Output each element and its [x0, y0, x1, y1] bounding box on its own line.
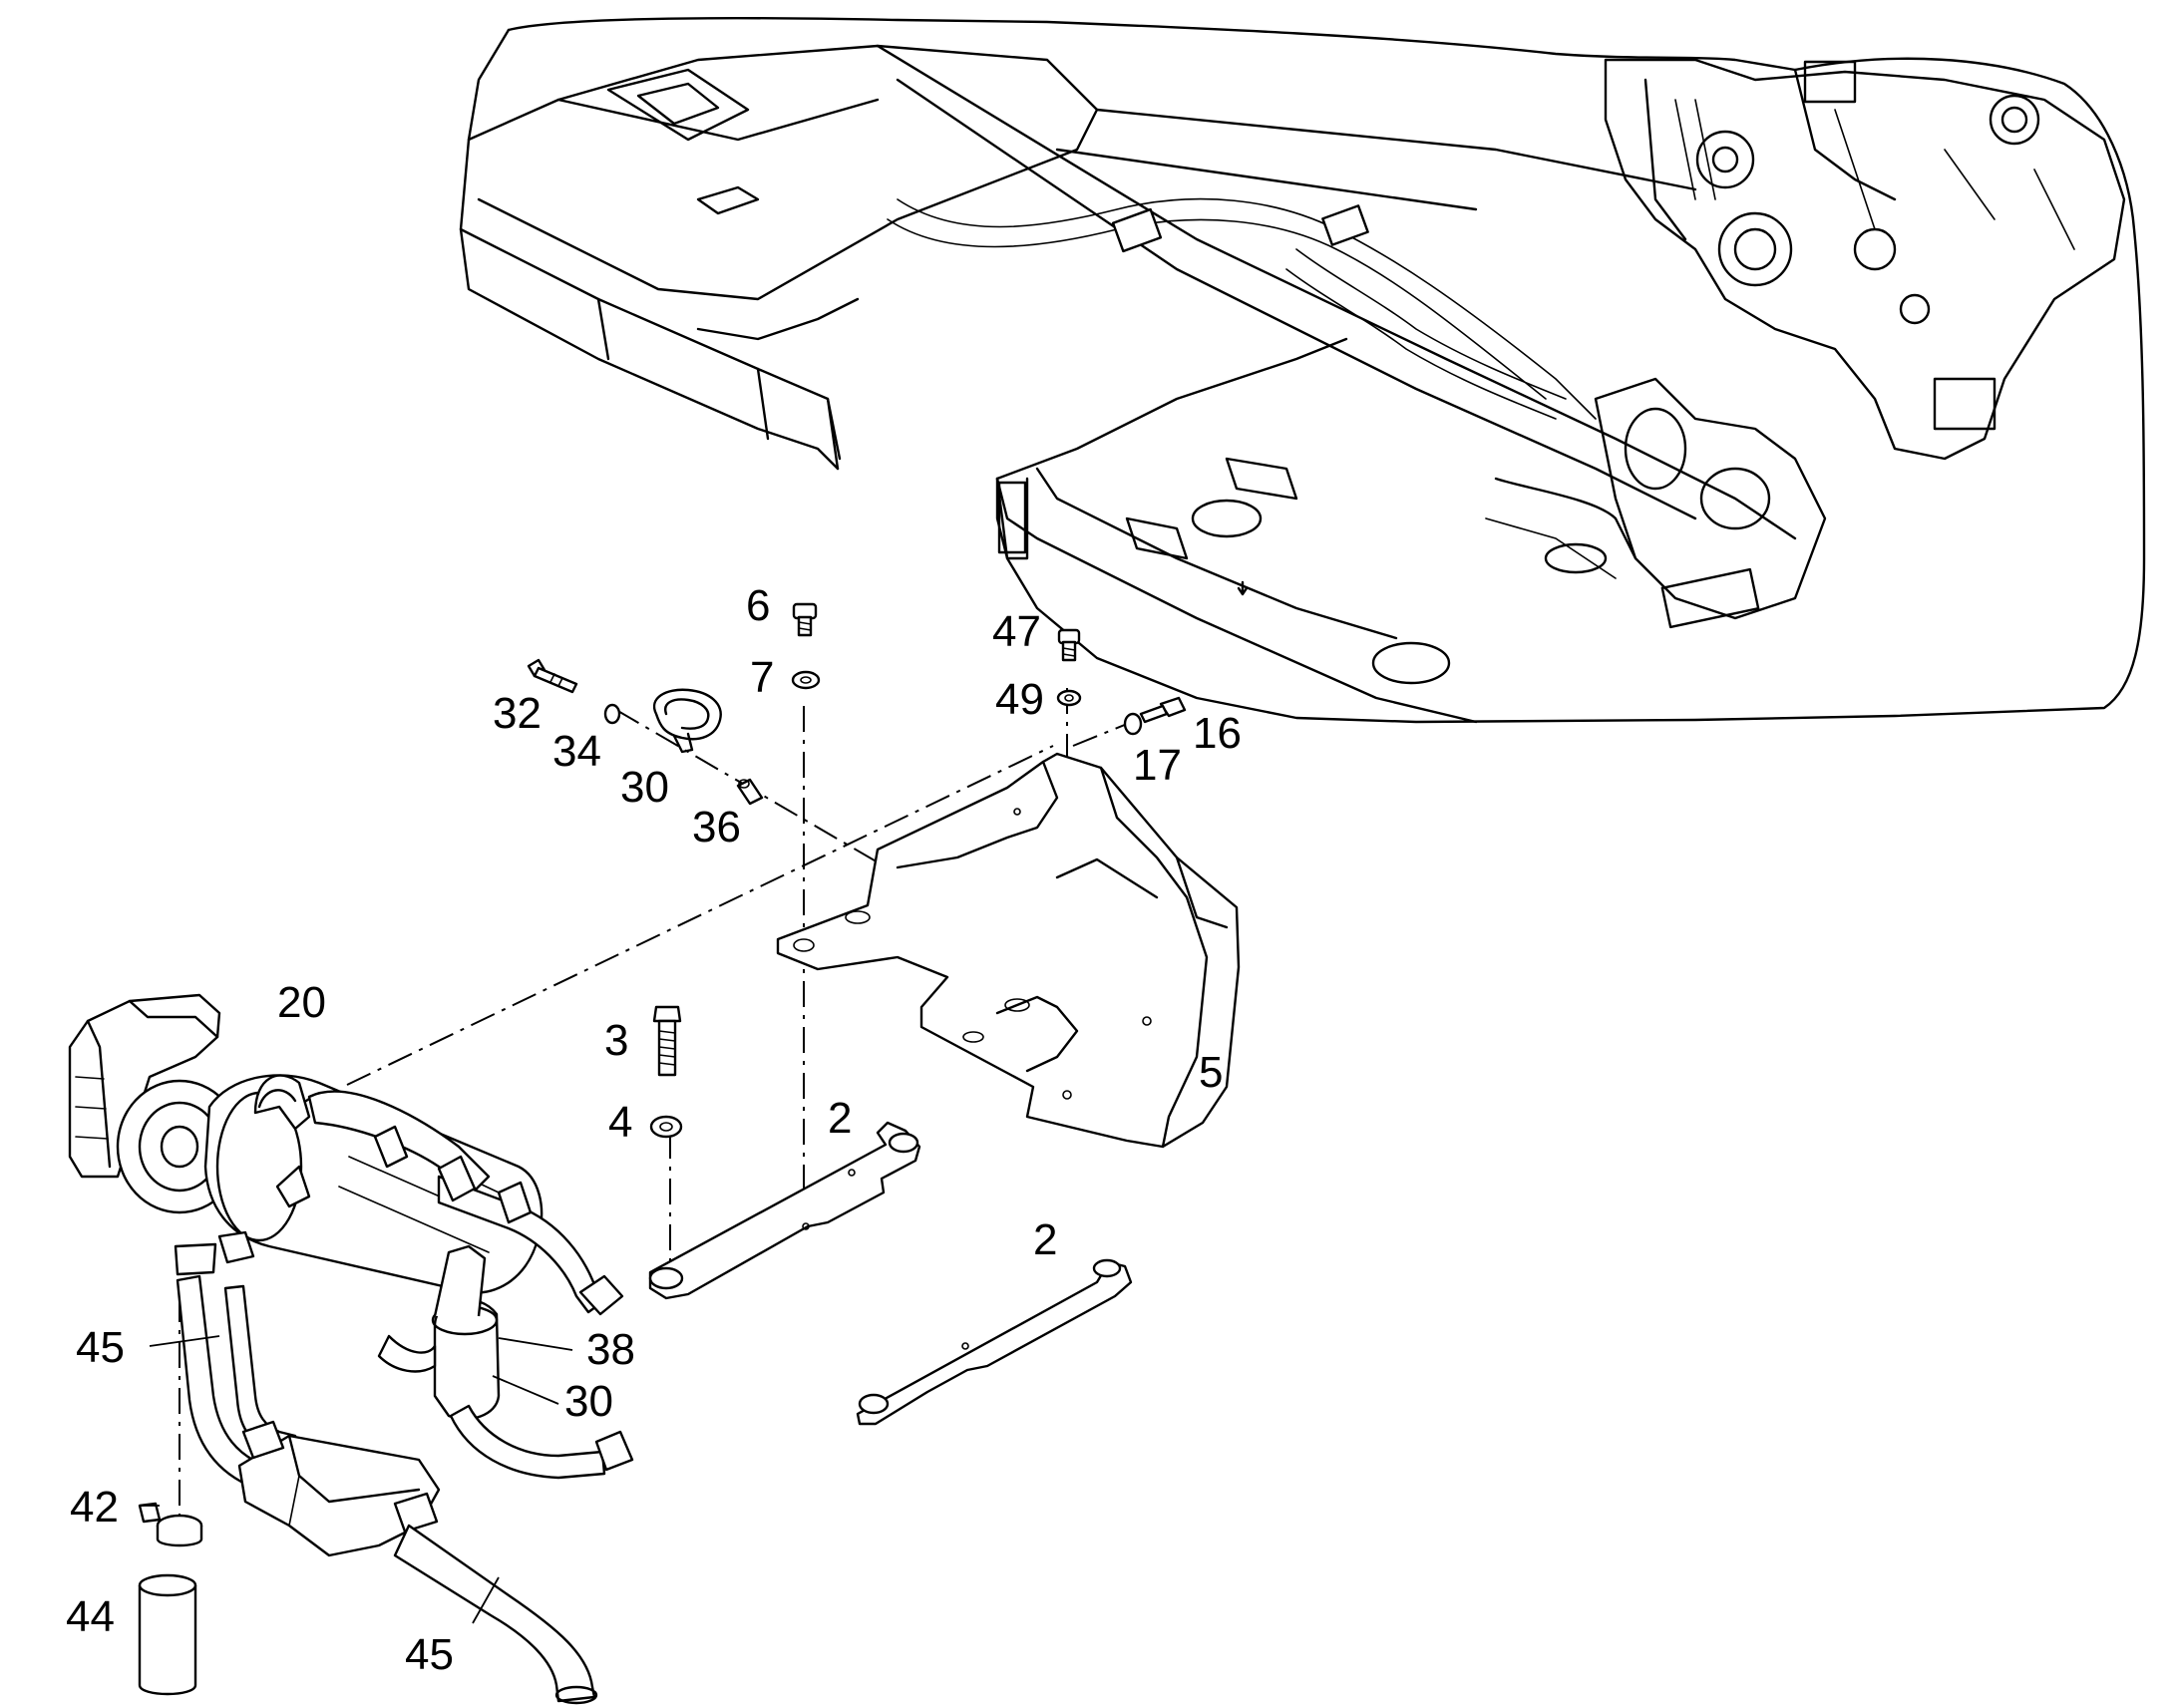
spacer-36 — [736, 778, 764, 806]
callout-2-upper: 2 — [828, 1094, 853, 1143]
callout-32: 32 — [493, 689, 542, 738]
callout-17: 17 — [1133, 741, 1182, 790]
callout-5: 5 — [1199, 1048, 1224, 1097]
callout-38: 38 — [586, 1325, 635, 1374]
mounting-bracket-5 — [776, 752, 1241, 1149]
callout-6: 6 — [746, 581, 771, 630]
bolt-16 — [1139, 696, 1187, 724]
bolt-3 — [652, 1005, 682, 1077]
callout-44: 44 — [66, 1592, 115, 1641]
hardware-bolts-washers — [527, 602, 1187, 1139]
callout-42: 42 — [70, 1483, 119, 1532]
mounted-heater-unit — [1485, 377, 1827, 629]
washer-34 — [603, 703, 621, 725]
callout-16: 16 — [1193, 709, 1242, 758]
washer-4 — [649, 1115, 683, 1139]
callout-30-top: 30 — [620, 763, 669, 812]
washer-17 — [1123, 712, 1143, 736]
engine-assembly — [1604, 58, 2126, 461]
callout-34: 34 — [552, 727, 601, 776]
callout-45-left: 45 — [76, 1323, 125, 1372]
clamp-42 — [138, 1502, 203, 1547]
callout-30-bottom: 30 — [564, 1377, 613, 1426]
washer-49 — [1056, 689, 1082, 707]
mounting-strap-2-lower — [856, 1258, 1133, 1426]
hose-clamps — [373, 1125, 533, 1224]
clamp-30-top — [652, 688, 722, 754]
bolt-47 — [1057, 628, 1081, 662]
callout-36: 36 — [692, 803, 741, 852]
callout-47: 47 — [992, 607, 1041, 656]
callout-leader-lines — [142, 1335, 573, 1624]
bolt-32 — [527, 658, 578, 694]
callout-4: 4 — [608, 1098, 633, 1147]
callout-45-bottom: 45 — [405, 1630, 454, 1679]
callout-49: 49 — [995, 675, 1044, 724]
heater-assembly-20 — [68, 993, 634, 1705]
machine-chassis-frame — [459, 16, 2146, 724]
callout-3: 3 — [604, 1016, 629, 1065]
bolt-6 — [792, 602, 818, 637]
washer-7 — [791, 670, 821, 690]
callout-20: 20 — [277, 978, 326, 1027]
callout-2-lower: 2 — [1033, 1215, 1058, 1264]
callout-7: 7 — [750, 653, 775, 702]
exhaust-tube-44 — [138, 1573, 197, 1696]
mounting-strap-2-upper — [648, 1121, 921, 1300]
